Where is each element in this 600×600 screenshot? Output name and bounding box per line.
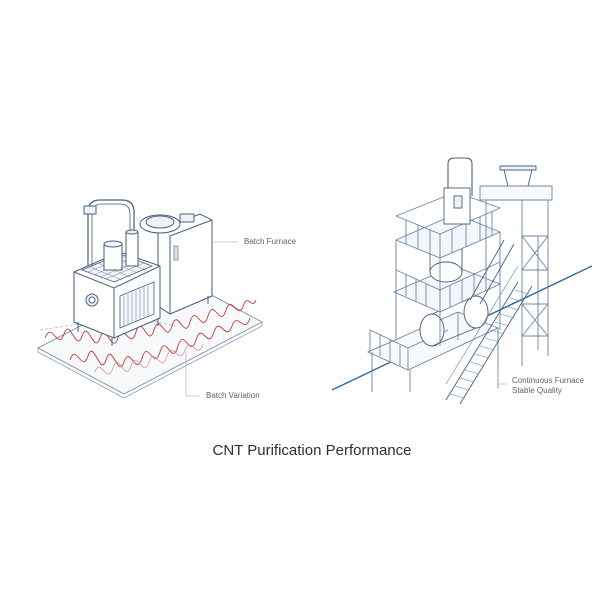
diagram-title: CNT Purification Performance	[213, 442, 412, 459]
continuous-furnace-label: Continuous Furnace	[512, 376, 585, 385]
batch-variation-wave-1	[44, 299, 257, 344]
batch-variation-label: Batch Variation	[206, 391, 260, 400]
continuous-furnace-structure	[366, 157, 553, 405]
batch-furnace-machine	[73, 199, 213, 346]
continuous-furnace-scene: Continuous Furnace Stable Quality	[331, 157, 593, 405]
batch-furnace-label: Batch Furnace	[244, 237, 297, 246]
batch-variation-wave-3	[94, 343, 204, 375]
stable-quality-label: Stable Quality	[512, 386, 562, 395]
batch-variation-wave-2	[69, 317, 251, 368]
batch-furnace-scene: Batch Furnace Batch Variation	[36, 199, 297, 400]
